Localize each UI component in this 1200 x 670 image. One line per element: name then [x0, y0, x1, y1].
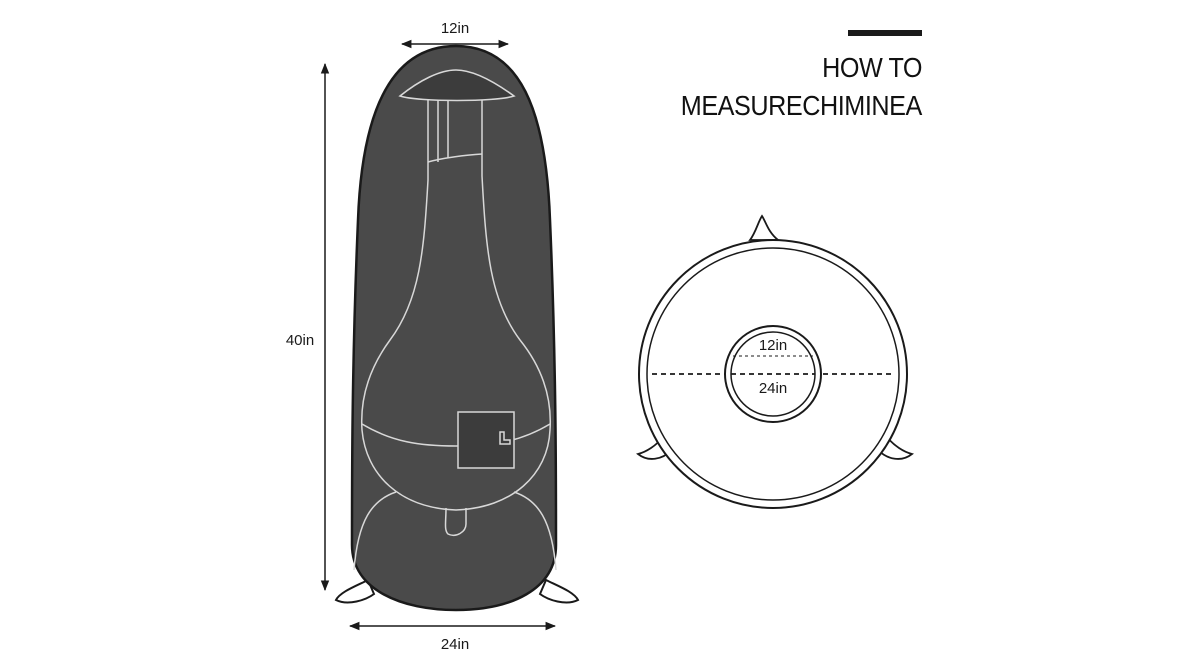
- left-foot: [334, 578, 376, 604]
- chiminea-cover: [350, 44, 558, 612]
- door-handle: [499, 431, 511, 445]
- top-width-label: 12in: [441, 20, 469, 37]
- inner-ring: [724, 325, 822, 423]
- outer-diameter-label: 24in: [759, 380, 787, 397]
- chimney-seams: [353, 100, 557, 571]
- height-label: 40in: [286, 332, 314, 349]
- chimney-cap: [398, 69, 516, 102]
- top-foot-north: [748, 214, 781, 241]
- page-title-line-1: HOW TO: [822, 52, 922, 83]
- inner-diameter-label: 12in: [759, 337, 787, 354]
- top-view: 12in 24in: [636, 214, 914, 509]
- outer-ring-inner-edge: [646, 247, 900, 501]
- header-bar: [848, 30, 922, 36]
- side-view: 12in 40in 24in: [286, 20, 580, 653]
- right-foot: [538, 578, 580, 604]
- base-width-label: 24in: [441, 636, 469, 653]
- page-title-line-2: MEASURECHIMINEA: [680, 90, 923, 121]
